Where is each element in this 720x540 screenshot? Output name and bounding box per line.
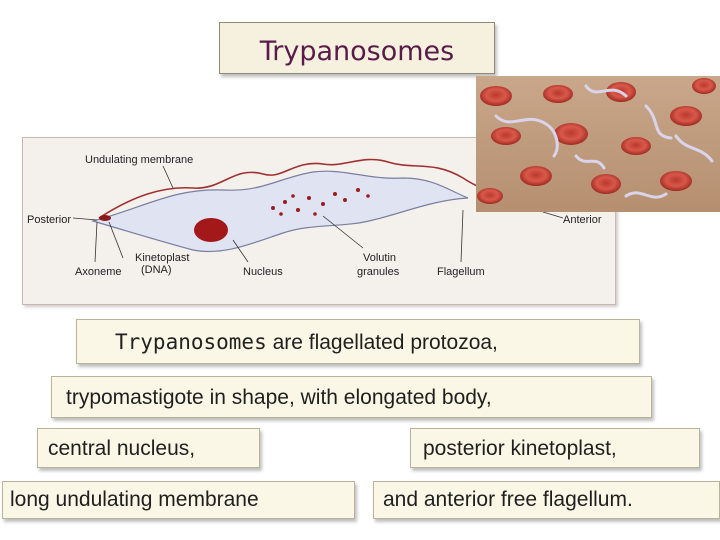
label-kinetoplast-dna: (DNA) xyxy=(141,264,172,276)
description-line-1-text: are flagellated protozoa, xyxy=(273,331,498,354)
label-volutin-granules: granules xyxy=(357,266,399,278)
page-title: Trypanosomes xyxy=(220,36,494,67)
nucleus-text: central nucleus, xyxy=(48,437,195,461)
label-anterior: Anterior xyxy=(563,214,602,226)
label-volutin: Volutin xyxy=(363,252,396,264)
description-line-2: trypomastigote in shape, with elongated … xyxy=(51,376,652,418)
flagellum-box: and anterior free flagellum. xyxy=(373,481,720,519)
label-kinetoplast: Kinetoplast xyxy=(135,252,189,264)
organism-name: Trypanosomes xyxy=(115,330,267,354)
kinetoplast-text: posterior kinetoplast, xyxy=(423,437,617,461)
title-box: Trypanosomes xyxy=(219,22,495,74)
description-line-1: Trypanosomes are flagellated protozoa, xyxy=(76,319,640,364)
membrane-box: long undulating membrane xyxy=(2,481,355,519)
label-flagellum: Flagellum xyxy=(437,266,485,278)
nucleus-box: central nucleus, xyxy=(37,428,260,468)
description-line-2-text: trypomastigote in shape, with elongated … xyxy=(66,386,492,410)
label-nucleus: Nucleus xyxy=(243,266,283,278)
kinetoplast-shape xyxy=(99,215,111,221)
micrograph-image xyxy=(476,76,720,212)
label-undulating-membrane: Undulating membrane xyxy=(85,154,193,166)
label-posterior: Posterior xyxy=(27,214,71,226)
kinetoplast-box: posterior kinetoplast, xyxy=(410,428,700,468)
nucleus-shape xyxy=(194,218,228,242)
flagellum-text: and anterior free flagellum. xyxy=(383,488,633,512)
cell-body xyxy=(93,171,468,251)
label-axoneme: Axoneme xyxy=(75,266,121,278)
membrane-text: long undulating membrane xyxy=(10,488,259,512)
